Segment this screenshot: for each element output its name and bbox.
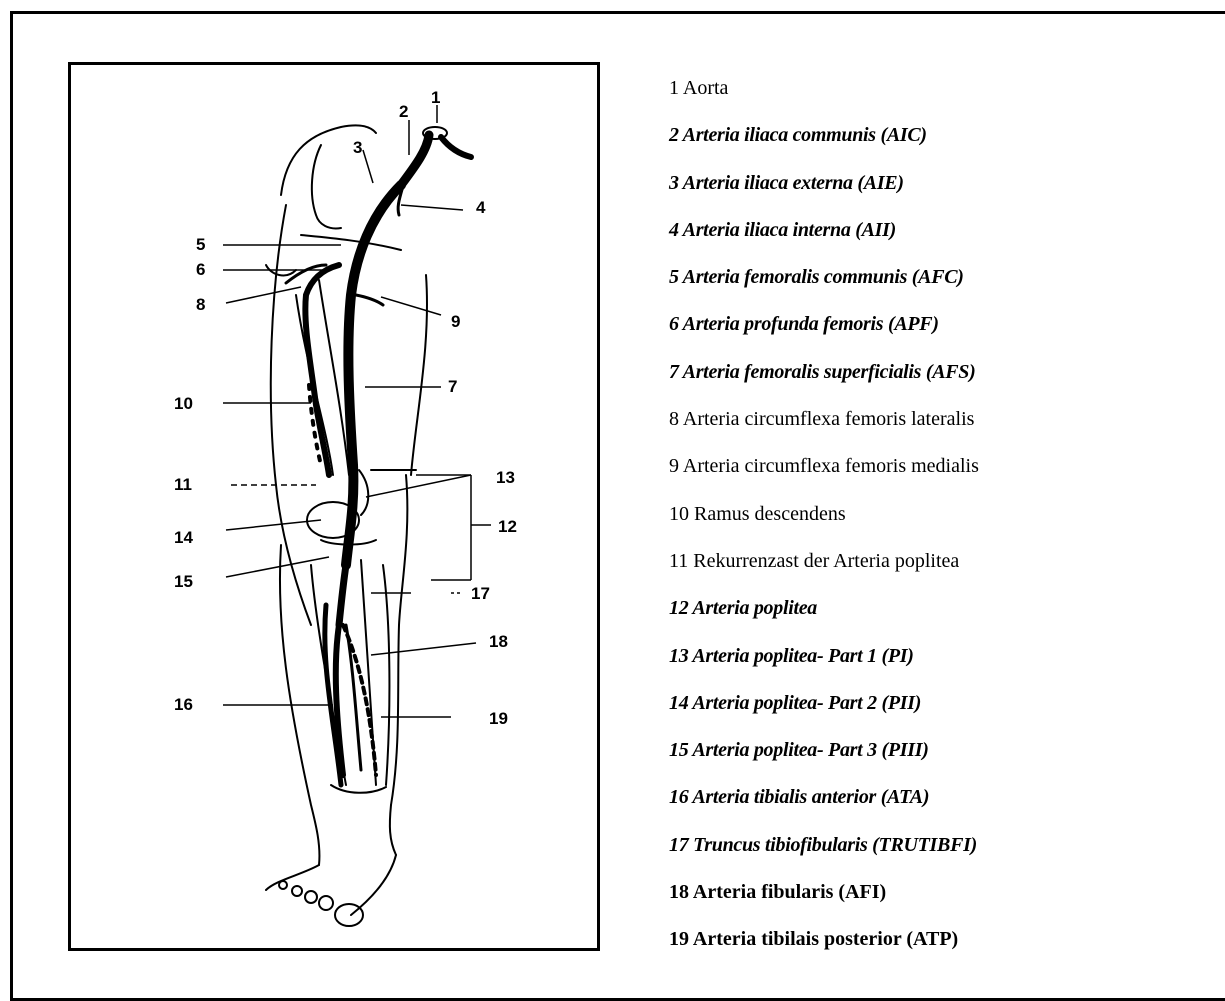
legend-item-8: 8 Arteria circumflexa femoris lateralis: [669, 403, 1209, 450]
legend-item-1: 1 Aorta: [669, 72, 1209, 119]
legend-item-15: 15 Arteria poplitea- Part 3 (PIII): [669, 734, 1209, 781]
callout-2: 2: [399, 102, 408, 121]
callout-3: 3: [353, 138, 362, 157]
legend-item-13: 13 Arteria poplitea- Part 1 (PI): [669, 640, 1209, 687]
callout-15: 15: [174, 572, 193, 591]
callout-10: 10: [174, 394, 193, 413]
callout-11: 11: [174, 475, 192, 494]
callout-16: 16: [174, 695, 193, 714]
arteries: [286, 127, 471, 785]
legend-item-11: 11 Rekurrenzast der Arteria poplitea: [669, 545, 1209, 592]
legend-item-18: 18 Arteria fibularis (AFI): [669, 876, 1209, 923]
legend-item-7: 7 Arteria femoralis superficialis (AFS): [669, 356, 1209, 403]
callout-4: 4: [476, 198, 486, 217]
callout-13: 13: [496, 468, 515, 487]
callout-18: 18: [489, 632, 508, 651]
legend-item-14: 14 Arteria poplitea- Part 2 (PII): [669, 687, 1209, 734]
leg-artery-diagram: 1 2 3 4 5 6 7 8 9 10 11 12 13 14 15 16 1…: [68, 62, 600, 951]
legend-item-19: 19 Arteria tibilais posterior (ATP): [669, 923, 1209, 970]
callout-12: 12: [498, 517, 517, 536]
callout-8: 8: [196, 295, 205, 314]
legend-item-17: 17 Truncus tibiofibularis (TRUTIBFI): [669, 829, 1209, 876]
callout-19: 19: [489, 709, 508, 728]
callout-5: 5: [196, 235, 205, 254]
callout-6: 6: [196, 260, 205, 279]
legend-list: 1 Aorta 2 Arteria iliaca communis (AIC) …: [669, 72, 1209, 971]
callout-1: 1: [431, 88, 440, 107]
leg-illustration: 1 2 3 4 5 6 7 8 9 10 11 12 13 14 15 16 1…: [71, 65, 597, 948]
legend-item-6: 6 Arteria profunda femoris (APF): [669, 308, 1209, 355]
legend-item-10: 10 Ramus descendens: [669, 498, 1209, 545]
legend-item-4: 4 Arteria iliaca interna (AII): [669, 214, 1209, 261]
callout-17: 17: [471, 584, 490, 603]
legend-item-5: 5 Arteria femoralis communis (AFC): [669, 261, 1209, 308]
legend-item-9: 9 Arteria circumflexa femoris medialis: [669, 450, 1209, 497]
callout-7: 7: [448, 377, 457, 396]
leader-lines: [223, 105, 491, 717]
legend-item-16: 16 Arteria tibialis anterior (ATA): [669, 781, 1209, 828]
legend-item-12: 12 Arteria poplitea: [669, 592, 1209, 639]
callout-14: 14: [174, 528, 193, 547]
callout-9: 9: [451, 312, 460, 331]
legend-item-3: 3 Arteria iliaca externa (AIE): [669, 167, 1209, 214]
legend-item-2: 2 Arteria iliaca communis (AIC): [669, 119, 1209, 166]
